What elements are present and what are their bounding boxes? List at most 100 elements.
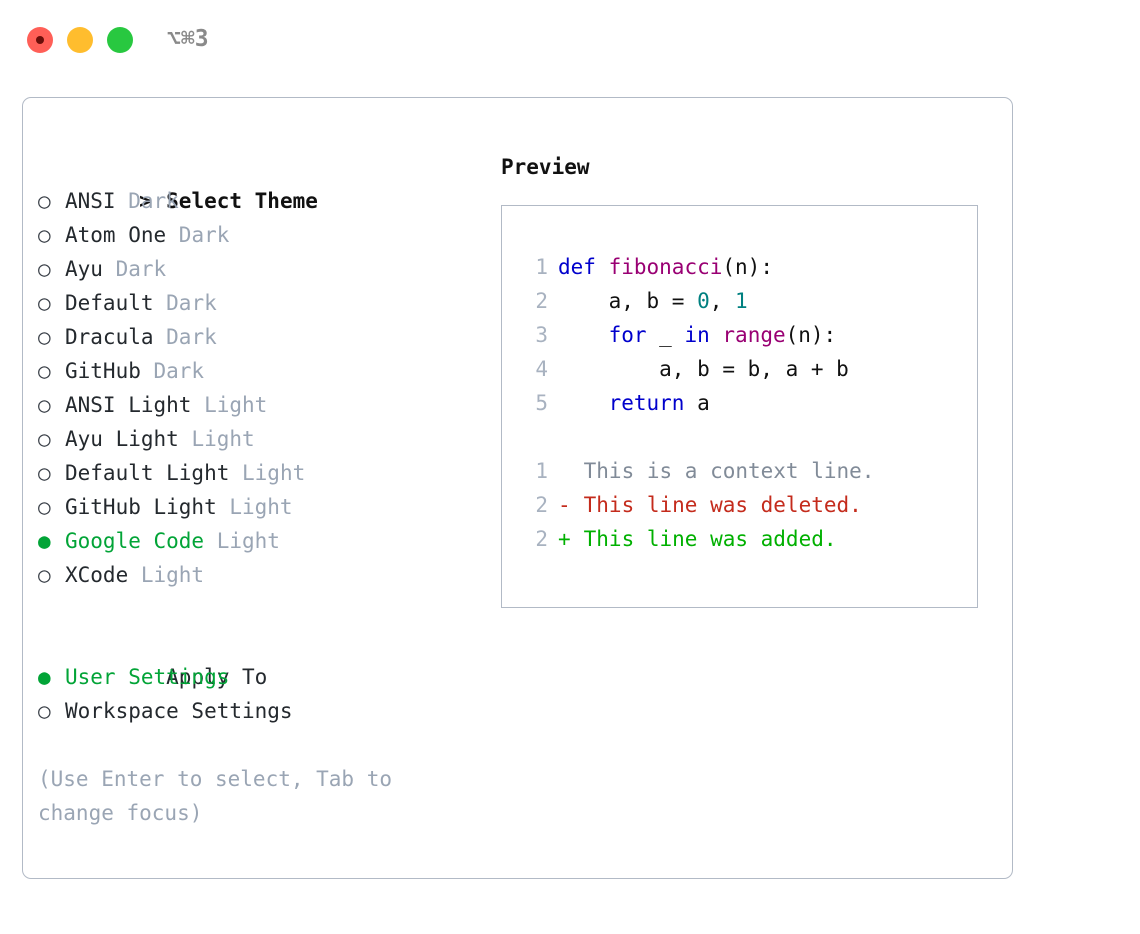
diff-line-del: 2- This line was deleted.: [518, 488, 977, 522]
diff-line-ctx: 1 This is a context line.: [518, 454, 977, 488]
code-token: 1: [735, 289, 748, 313]
line-number: 3: [535, 323, 548, 347]
code-token: fibonacci: [608, 255, 723, 279]
line-number: 2: [535, 527, 548, 551]
theme-option-list[interactable]: ○ANSI Dark○Atom One Dark○Ayu Dark○Defaul…: [38, 184, 468, 592]
theme-option-ayu-light[interactable]: ○Ayu Light Light: [38, 422, 468, 456]
code-token: def: [558, 255, 596, 279]
window-titlebar: ⌥⌘3: [0, 0, 1140, 78]
code-line: 1 def fibonacci(n):: [518, 250, 977, 284]
theme-option-label: GitHub Light: [65, 495, 217, 519]
page-title: Select Theme: [166, 189, 318, 213]
code-token: _: [646, 323, 685, 347]
diff-sample: 1 This is a context line.2- This line wa…: [518, 454, 977, 556]
apply-to-option-user-settings[interactable]: ● User Settings: [38, 660, 468, 694]
apply-to-option-list[interactable]: ● User Settings ○Workspace Settings: [38, 660, 468, 728]
code-token: a: [684, 391, 710, 415]
code-preview-box: 1 def fibonacci(n): 2 a, b = 0, 1 3 for _ i…: [501, 205, 978, 608]
diff-marker-icon: [558, 454, 571, 488]
theme-option-label: Default Light: [65, 461, 230, 485]
diff-line-text: This line was added.: [571, 527, 837, 551]
close-window-button[interactable]: [27, 27, 53, 53]
diff-marker-icon: +: [558, 527, 571, 551]
theme-option-xcode[interactable]: ○ XCode Light: [38, 558, 468, 592]
code-token: ,: [709, 289, 736, 313]
maximize-window-button[interactable]: [107, 27, 133, 53]
code-token: in: [684, 323, 710, 347]
preview-column: Preview 1 def fibonacci(n): 2 a, b = 0, 1 3…: [501, 150, 1001, 608]
theme-option-label: Default: [65, 291, 154, 315]
code-line: 5 return a: [518, 386, 977, 420]
apply-to-option-workspace-settings[interactable]: ○Workspace Settings: [38, 694, 468, 728]
theme-variant-tag: Dark: [153, 291, 217, 315]
theme-variant-tag: Dark: [140, 359, 205, 383]
theme-variant-tag: Dark: [102, 257, 167, 281]
theme-option-dracula[interactable]: ○ Dracula Dark: [38, 320, 468, 354]
radio-unselected-icon: ○: [38, 563, 51, 587]
minimize-window-button[interactable]: [67, 27, 93, 53]
theme-option-label: GitHub: [65, 359, 141, 383]
preview-heading: Preview: [501, 155, 590, 179]
radio-unselected-icon: ○: [38, 325, 51, 349]
radio-unselected-icon: ○: [38, 359, 51, 383]
apply-to-heading: ○Apply To: [38, 626, 468, 689]
theme-option-github-light[interactable]: ○GitHub Light Light: [38, 490, 468, 524]
line-number: 2: [535, 493, 548, 517]
theme-option-label: ANSI Light: [65, 393, 192, 417]
code-token: range: [722, 323, 786, 347]
apply-to-option-label: Workspace Settings: [65, 699, 293, 723]
code-token: (n):: [722, 255, 773, 279]
theme-option-ayu[interactable]: ○Ayu Dark: [38, 252, 468, 286]
code-token: [710, 323, 723, 347]
line-number: 1: [535, 255, 548, 279]
theme-option-ansi[interactable]: ○ANSI Dark: [38, 184, 468, 218]
code-line: 4 a, b = b, a + b: [518, 352, 977, 386]
theme-list-heading: > Select Theme: [38, 150, 468, 213]
theme-option-atom-one[interactable]: ○Atom One Dark: [38, 218, 468, 252]
diff-line-add: 2 + This line was added.: [518, 522, 977, 556]
theme-variant-tag: Light: [216, 495, 293, 519]
theme-option-label: Google Code: [65, 529, 205, 553]
code-token: [558, 391, 609, 415]
theme-variant-tag: Dark: [153, 325, 217, 349]
keyboard-shortcut-label: ⌥⌘3: [167, 26, 209, 52]
theme-option-default-light[interactable]: ○ Default Light Light: [38, 456, 468, 490]
code-line: 3 for _ in range(n):: [518, 318, 977, 352]
theme-option-default[interactable]: ○ Default Dark: [38, 286, 468, 320]
theme-option-label: Atom One: [65, 223, 167, 247]
theme-option-github[interactable]: ○ GitHub Dark: [38, 354, 468, 388]
diff-line-text: This line was deleted.: [571, 493, 862, 517]
theme-option-label: XCode: [65, 563, 129, 587]
theme-variant-tag: Dark: [166, 223, 230, 247]
radio-selected-icon: ●: [38, 665, 51, 689]
theme-option-google-code[interactable]: ●Google Code Light: [38, 524, 468, 558]
theme-variant-tag: Light: [128, 563, 205, 587]
theme-option-label: Ayu Light: [65, 427, 179, 451]
radio-unselected-icon: ○: [38, 189, 51, 213]
line-number: 4: [535, 357, 548, 381]
theme-option-label: Dracula: [65, 325, 154, 349]
diff-marker-icon: -: [558, 493, 571, 517]
line-number: 5: [535, 391, 548, 415]
apply-to-option-label: User Settings: [65, 665, 230, 689]
diff-line-text: This is a context line.: [571, 459, 875, 483]
theme-variant-tag: Light: [191, 393, 268, 417]
section-spacer: [38, 592, 468, 626]
code-token: a, b =: [558, 289, 698, 313]
radio-unselected-icon: ○: [38, 427, 51, 451]
code-token: [558, 323, 609, 347]
line-number: 1: [535, 459, 548, 483]
code-token: 0: [697, 289, 710, 313]
code-token: for: [608, 323, 647, 347]
radio-unselected-icon: ○: [38, 461, 51, 485]
line-number: 2: [535, 289, 548, 313]
radio-unselected-icon: ○: [38, 257, 51, 281]
theme-variant-tag: Light: [229, 461, 306, 485]
keyboard-hint-text: (Use Enter to select, Tab to change focu…: [38, 767, 405, 825]
code-token: a, b = b, a + b: [558, 357, 849, 381]
theme-list-column: >Select Theme ○ANSI Dark○Atom One Dark○A…: [38, 150, 468, 830]
prompt-caret-icon: >: [139, 189, 152, 213]
theme-option-ansi-light[interactable]: ○ANSI Light Light: [38, 388, 468, 422]
radio-unselected-icon: ○: [38, 291, 51, 315]
